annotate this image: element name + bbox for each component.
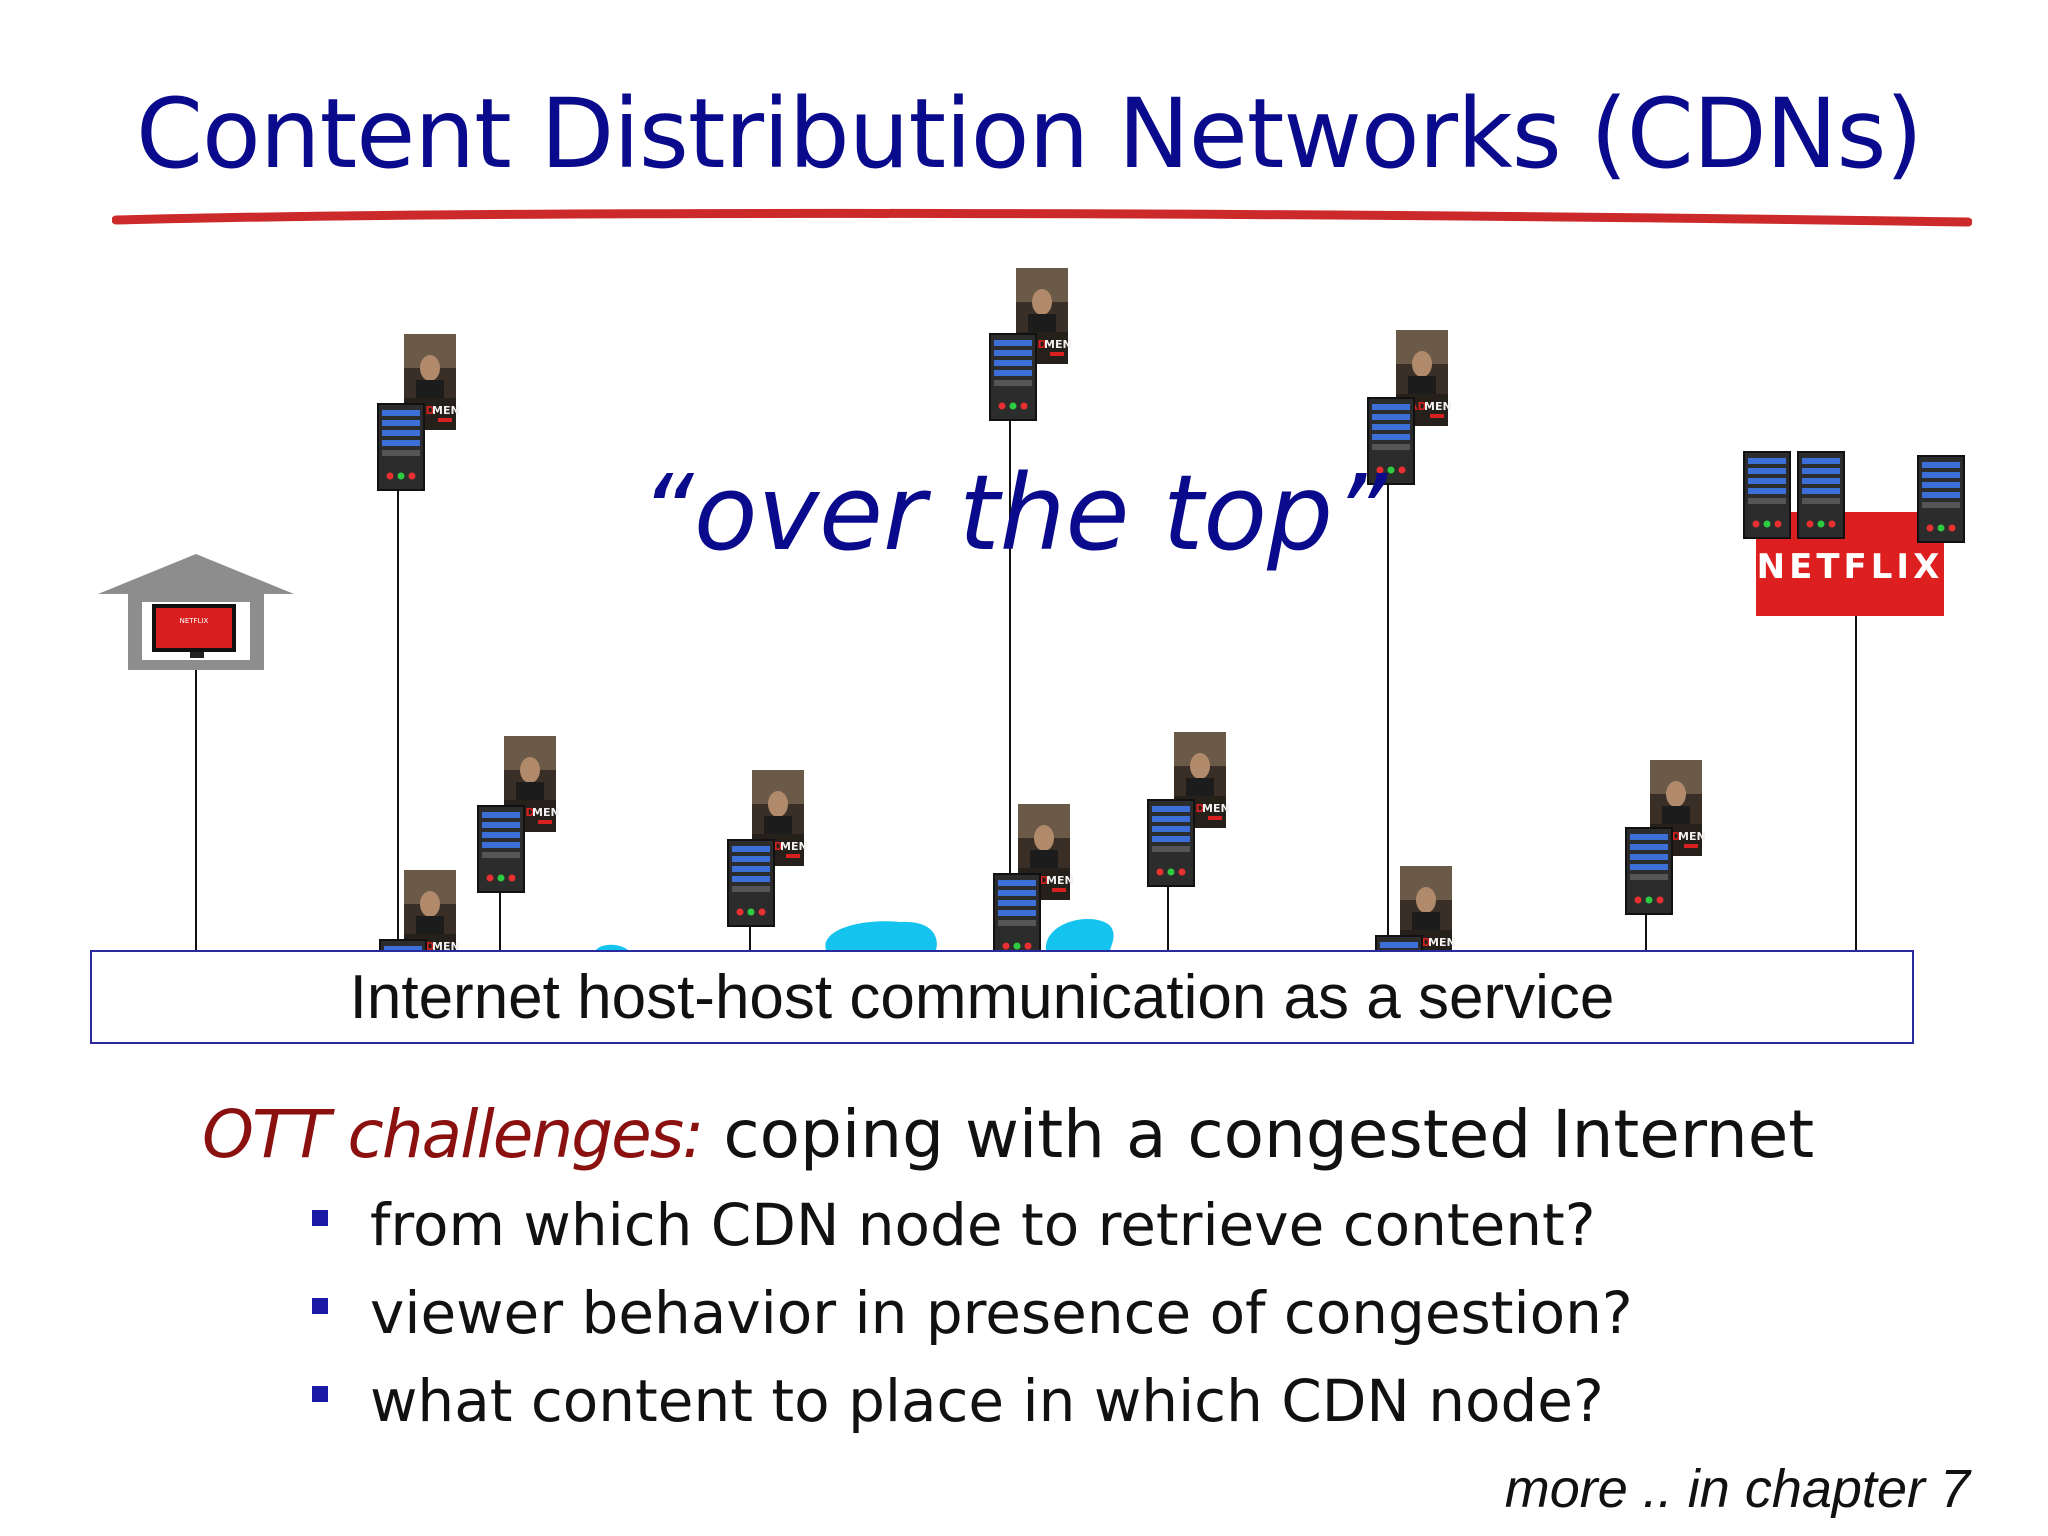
netflix-logo-text: NETFLIX	[1757, 547, 1944, 587]
list-item: from which CDN node to retrieve content?	[306, 1190, 1633, 1278]
network-links	[195, 418, 1857, 950]
list-item-text: from which CDN node to retrieve content?	[370, 1191, 1596, 1259]
home-icon: NETFLIX	[98, 554, 294, 670]
service-box-label: Internet host-host communication as a se…	[349, 962, 1615, 1032]
internet-service-box: Internet host-host communication as a se…	[90, 950, 1914, 1044]
ott-challenges-text: coping with a congested Internet	[702, 1096, 1815, 1173]
svg-text:NETFLIX: NETFLIX	[180, 617, 209, 625]
bullet-icon	[312, 1298, 328, 1314]
bullet-icon	[312, 1210, 328, 1226]
cdn-node-8	[1625, 760, 1706, 915]
footer-note: more .. in chapter 7	[1504, 1459, 1970, 1519]
bullet-icon	[312, 1386, 328, 1402]
cdn-node-5	[727, 770, 808, 927]
over-the-top-quote: “over the top”	[640, 452, 1387, 574]
cdn-node-top	[989, 268, 1072, 421]
challenge-list: from which CDN node to retrieve content?…	[306, 1190, 1633, 1454]
ott-challenges-lead: OTT challenges:	[202, 1096, 704, 1173]
list-item-text: what content to place in which CDN node?	[370, 1367, 1604, 1435]
page-title: Content Distribution Networks (CDNs)	[136, 78, 1923, 190]
cdn-node-4	[477, 736, 560, 893]
list-item: viewer behavior in presence of congestio…	[306, 1278, 1633, 1366]
cdn-diagram: MAD MEN NETFLIX	[98, 268, 1965, 1027]
title-underline	[112, 208, 1972, 227]
list-item-text: viewer behavior in presence of congestio…	[370, 1279, 1633, 1347]
list-item: what content to place in which CDN node?	[306, 1366, 1633, 1454]
netflix-origin: NETFLIX	[1743, 451, 1965, 616]
ott-challenges-line: OTT challenges: coping with a congested …	[202, 1096, 1814, 1173]
cdn-node-7	[1147, 732, 1230, 887]
internet-cloud	[596, 919, 1114, 950]
cdn-node-1	[377, 334, 460, 491]
